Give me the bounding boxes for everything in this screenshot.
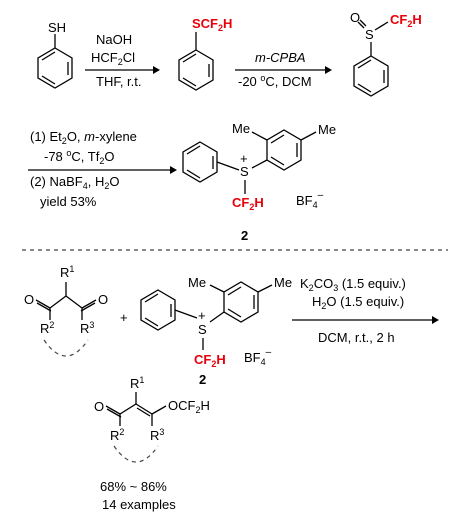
plus-bottom: + bbox=[198, 308, 206, 323]
me1-bottom: Me bbox=[188, 275, 206, 290]
conditions-thf: THF, r.t. bbox=[96, 74, 142, 89]
product-o: O bbox=[94, 399, 104, 414]
sulfoxide: O S CF2H bbox=[350, 10, 422, 97]
step3-line4: yield 53% bbox=[40, 194, 97, 209]
step4-line3: DCM, r.t., 2 h bbox=[318, 330, 395, 345]
bf4-bottom: BF4– bbox=[244, 347, 272, 367]
cf2h-top: CF2H bbox=[232, 195, 264, 212]
diketone-ring-arc bbox=[43, 339, 89, 357]
plus-top: + bbox=[240, 151, 248, 166]
reagent-mcpba: m-CPBA bbox=[255, 50, 306, 65]
cf2h-bottom: CF2H bbox=[194, 352, 226, 369]
compound-number-top: 2 bbox=[241, 228, 248, 243]
me1-top: Me bbox=[232, 121, 250, 136]
thiophenol: SH bbox=[37, 20, 73, 89]
sulfoxide-cf2h: CF2H bbox=[390, 12, 422, 29]
bf4-top: BF4– bbox=[296, 190, 324, 210]
sulfonium-salt-top: S + Me Me CF2H BF4– 2 bbox=[182, 121, 336, 243]
step4-line1: K2CO3 (1.5 equiv.) bbox=[300, 276, 406, 293]
product-ring-arc bbox=[113, 445, 159, 463]
sh-label: SH bbox=[48, 20, 66, 35]
step3-line3: (2) NaBF4, H2O bbox=[30, 174, 120, 191]
product-r2: R2 bbox=[110, 427, 124, 443]
product-examples: 14 examples bbox=[102, 497, 176, 512]
reagent-hcf2cl: HCF2Cl bbox=[91, 50, 135, 67]
diketone-o2: O bbox=[98, 292, 108, 307]
arrow-step2: m-CPBA -20 oC, DCM bbox=[235, 50, 332, 89]
reagent-naoh: NaOH bbox=[96, 32, 132, 47]
diketone: R1 O O R2 R3 bbox=[24, 264, 108, 357]
final-product: R1 O OCF2H R2 R3 68% ~ 86% 14 examples bbox=[94, 375, 210, 512]
me2-top: Me bbox=[318, 122, 336, 137]
phenyl-scf2h: SCF2H bbox=[178, 16, 232, 91]
step3-line2: -78 oC, Tf2O bbox=[44, 148, 115, 166]
me2-bottom: Me bbox=[274, 275, 292, 290]
s-top: S bbox=[240, 164, 249, 179]
sulfoxide-o: O bbox=[350, 10, 360, 25]
diketone-r1: R1 bbox=[60, 264, 74, 280]
product-ocf2h: OCF2H bbox=[168, 398, 210, 415]
arrow-step3: (1) Et2O, m-xylene -78 oC, Tf2O (2) NaBF… bbox=[28, 129, 177, 209]
arrow-step4: K2CO3 (1.5 equiv.) H2O (1.5 equiv.) DCM,… bbox=[292, 276, 439, 345]
plus-sign: + bbox=[120, 310, 128, 325]
diketone-r2: R2 bbox=[40, 320, 54, 336]
step4-line2: H2O (1.5 equiv.) bbox=[312, 294, 404, 311]
scf2h-label: SCF2H bbox=[192, 16, 232, 33]
conditions-step2: -20 oC, DCM bbox=[238, 73, 312, 89]
s-bottom: S bbox=[198, 322, 207, 337]
product-r1: R1 bbox=[130, 375, 144, 391]
arrow-step1: NaOH HCF2Cl THF, r.t. bbox=[85, 32, 160, 89]
sulfoxide-s: S bbox=[365, 27, 374, 42]
diketone-o1: O bbox=[24, 292, 34, 307]
product-r3: R3 bbox=[150, 427, 164, 443]
diketone-r3: R3 bbox=[80, 320, 94, 336]
step3-line1: (1) Et2O, m-xylene bbox=[30, 129, 137, 146]
sulfonium-salt-bottom: S + Me Me CF2H BF4– 2 bbox=[140, 275, 292, 387]
product-yield: 68% ~ 86% bbox=[100, 479, 167, 494]
compound-number-bottom: 2 bbox=[199, 372, 206, 387]
